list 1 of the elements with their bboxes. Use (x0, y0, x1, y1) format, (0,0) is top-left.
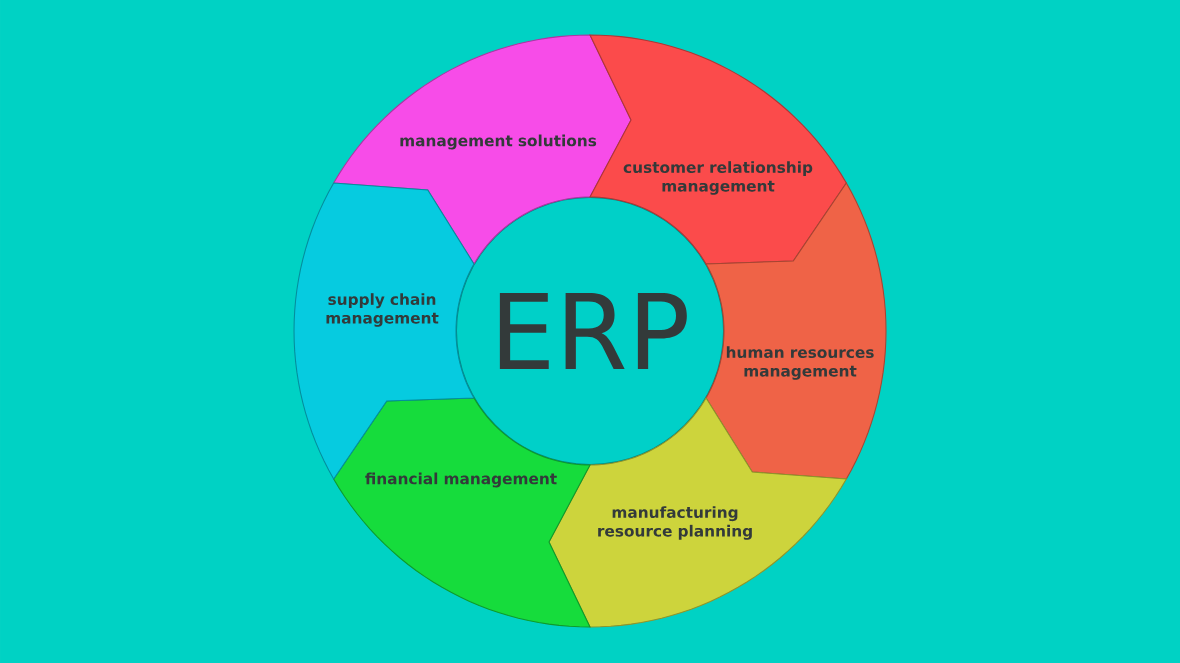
chevron-segment: financial management (333, 397, 591, 628)
